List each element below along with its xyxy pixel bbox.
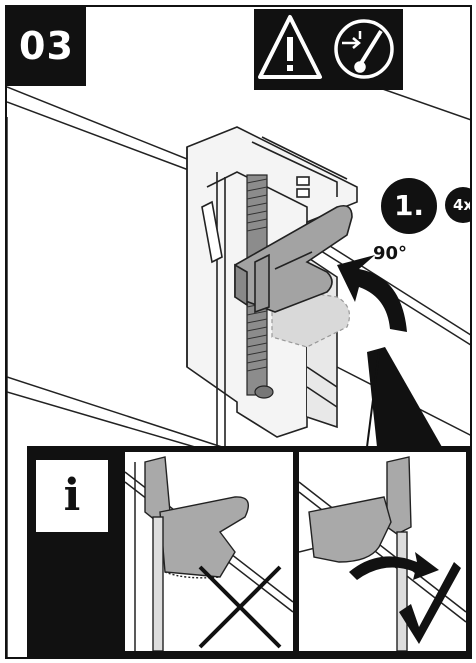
incorrect-example bbox=[125, 452, 293, 651]
warning-icons bbox=[258, 15, 394, 79]
incorrect-example-drawing bbox=[125, 456, 293, 651]
info-panel-sidebar: i bbox=[33, 452, 118, 651]
power-switch-off-icon bbox=[334, 19, 394, 79]
substep-badge: 1. bbox=[381, 178, 437, 234]
warning-triangle-icon bbox=[258, 15, 322, 79]
info-panel: i bbox=[27, 446, 470, 657]
correct-example bbox=[299, 452, 466, 651]
checkmark-icon bbox=[399, 562, 461, 644]
repeat-count-badge: 4x bbox=[445, 187, 470, 223]
correct-example-drawing bbox=[299, 456, 466, 651]
warning-icons-box bbox=[254, 9, 403, 90]
callout-pointer bbox=[367, 347, 442, 447]
bracket-illustration bbox=[7, 86, 470, 657]
step-number: 03 bbox=[7, 7, 86, 86]
cross-icon bbox=[198, 565, 282, 649]
page-frame: 03 1. 4x 90° bbox=[5, 5, 472, 659]
info-icon: i bbox=[36, 460, 108, 532]
rotation-arrow bbox=[337, 255, 407, 332]
rotation-angle-label: 90° bbox=[373, 243, 408, 264]
